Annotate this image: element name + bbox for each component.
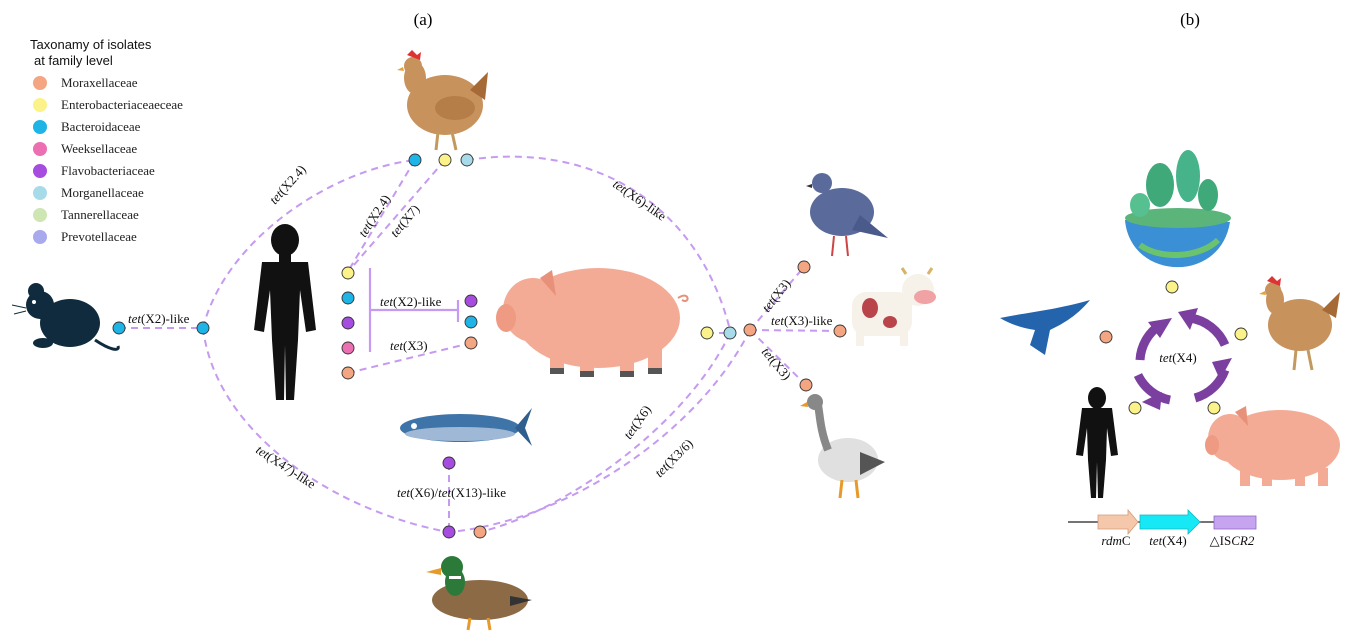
bird-icon (1000, 300, 1090, 355)
tetX4-gene-arrow (1140, 510, 1200, 534)
node-duck-2 (474, 526, 486, 538)
node-chicken-1 (409, 154, 421, 166)
node-human-5 (342, 367, 354, 379)
node-goose (800, 379, 812, 391)
label-pig-goose: tet(X3) (759, 344, 795, 382)
label-pig-duck-2: tet(X3/6) (652, 436, 696, 480)
legend-swatch (33, 230, 47, 244)
legend-swatch (33, 98, 47, 112)
edge-chicken-human-2 (347, 160, 445, 273)
label-mouse-human: tet(X2)-like (128, 311, 190, 326)
label-mouse-duck: tet(X47)-like (253, 442, 318, 492)
node-human-1 (342, 267, 354, 279)
fish-icon (400, 408, 532, 446)
label-chicken-human-1: tet(X2.4) (355, 192, 393, 240)
legend-swatch (33, 120, 47, 134)
node-pig-in-2 (465, 316, 477, 328)
iscr2-label: △ISCR2 (1210, 533, 1255, 548)
chicken-icon (397, 50, 488, 150)
iscr2-element (1214, 516, 1256, 529)
legend-items: MoraxellaceaeEnterobacteriaceaeceaeBacte… (33, 75, 183, 244)
tetX4-label: tet(X4) (1149, 533, 1187, 548)
node-human-4 (342, 342, 354, 354)
node-pigeon (798, 261, 810, 273)
legend-label: Tannerellaceae (61, 207, 139, 222)
node-cow (834, 325, 846, 337)
node-human-2 (342, 292, 354, 304)
legend-swatch (33, 142, 47, 156)
rdmC-gene-arrow (1098, 510, 1138, 534)
gene-construct: rdmC tet(X4) △ISCR2 (1068, 510, 1256, 548)
legend-label: Prevotellaceae (61, 229, 137, 244)
legend-swatch (33, 76, 47, 90)
label-pig-duck-1: tet(X6) (620, 402, 654, 441)
mouse-icon (12, 283, 118, 349)
legend-label: Flavobacteriaceae (61, 163, 155, 178)
legend-label: Moraxellaceae (61, 75, 138, 90)
node-human-3 (342, 317, 354, 329)
node-chicken-2 (439, 154, 451, 166)
node-pig-in-3 (465, 337, 477, 349)
label-pig-cow: tet(X3)-like (771, 313, 833, 328)
legend-swatch (33, 164, 47, 178)
legend: Taxonamy of isolates at family level Mor… (30, 37, 183, 244)
label-human-pig-1: tet(X2)-like (380, 294, 442, 309)
label-pig-pigeon: tet(X3) (759, 276, 794, 315)
human-b-icon (1076, 387, 1118, 498)
cow-icon (852, 268, 936, 346)
panel-a-label: (a) (414, 10, 433, 29)
rdmC-label: rdmC (1101, 533, 1130, 548)
node-pig-2 (724, 327, 736, 339)
node-pig-3 (744, 324, 756, 336)
legend-title-line1: Taxonamy of isolates (30, 37, 152, 52)
legend-title-line2: at family level (34, 53, 113, 68)
node-b-chicken (1235, 328, 1247, 340)
label-human-pig-2: tet(X3) (390, 338, 428, 353)
node-duck-1 (443, 526, 455, 538)
network-nodes (113, 154, 846, 538)
node-b-globe (1166, 281, 1178, 293)
duck-icon (426, 556, 532, 630)
legend-swatch (33, 186, 47, 200)
legend-label: Morganellaceae (61, 185, 144, 200)
legend-label: Enterobacteriaceaeceae (61, 97, 183, 112)
pigeon-icon (806, 173, 888, 256)
legend-swatch (33, 208, 47, 222)
node-hub-left (197, 322, 209, 334)
label-fish-duck: tet(X6)/tet(X13)-like (397, 485, 506, 500)
panel-b: tet(X4) rdmC tet(X4) △ISCR2 (1000, 150, 1340, 548)
node-fish (443, 457, 455, 469)
panel-b-label: (b) (1180, 10, 1200, 29)
legend-label: Weeksellaceae (61, 141, 137, 156)
node-chicken-3 (461, 154, 473, 166)
node-b-bird (1100, 331, 1112, 343)
label-chicken-left: tet(X2.4) (266, 162, 309, 207)
label-chicken-pig: tet(X6)-like (610, 176, 669, 224)
node-pig-in-1 (465, 295, 477, 307)
node-mouse (113, 322, 125, 334)
edge-pig-cow (750, 330, 840, 331)
chicken-b-icon (1259, 276, 1340, 370)
pig-b-icon (1205, 406, 1340, 486)
node-pig-1 (701, 327, 713, 339)
cycle-label: tet(X4) (1159, 350, 1197, 365)
human-icon (254, 224, 316, 400)
legend-label: Bacteroidaceae (61, 119, 141, 134)
node-b-human (1129, 402, 1141, 414)
goose-icon (800, 394, 885, 498)
node-b-pig (1208, 402, 1220, 414)
pig-icon (496, 268, 688, 377)
network-edges (119, 157, 840, 532)
globe-icon (1125, 150, 1231, 267)
